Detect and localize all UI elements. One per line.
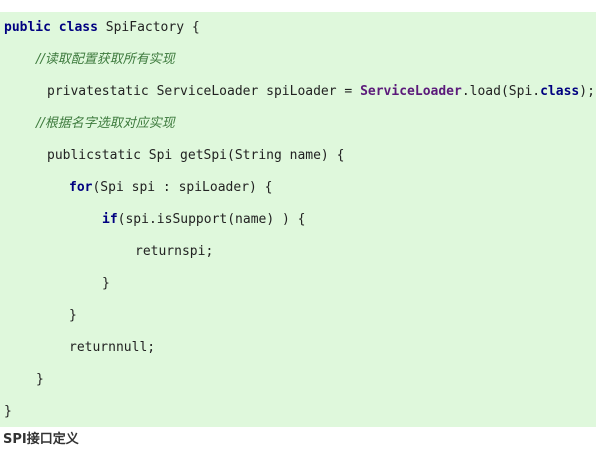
code-line-spiloader-field: privatestatic ServiceLoader spiLoader = … xyxy=(47,82,595,102)
class-name-text: SpiFactory { xyxy=(97,20,200,35)
code-line-if-statement: if(spi.isSupport(name) ) { xyxy=(102,210,306,230)
close-brace: } xyxy=(4,404,12,419)
close-brace: } xyxy=(102,276,110,291)
code-line-return-null: returnnull; xyxy=(69,338,155,358)
code-line-close-method: } xyxy=(36,370,44,390)
if-condition-text: (spi.isSupport(name) ) { xyxy=(117,212,306,227)
code-line-return-spi: returnspi; xyxy=(135,242,213,262)
code-line-close-for: } xyxy=(69,306,77,326)
code-line-close-class: } xyxy=(4,402,12,422)
close-brace: } xyxy=(36,372,44,387)
code-line-comment-select-impl: //根据名字选取对应实现 xyxy=(36,114,175,134)
keyword-public: public xyxy=(4,20,51,35)
field-declaration-text: privatestatic ServiceLoader spiLoader = xyxy=(47,84,361,99)
comment-read-config: //读取配置获取所有实现 xyxy=(36,52,175,67)
return-null-text: returnnull; xyxy=(69,340,156,355)
code-line-close-if: } xyxy=(102,274,110,294)
keyword-for: for xyxy=(69,180,93,195)
section-caption: SPI接口定义 xyxy=(3,432,79,447)
load-call-text: .load(Spi. xyxy=(461,84,541,99)
load-call-end-text: ); xyxy=(579,84,595,99)
return-spi-text: returnspi; xyxy=(135,244,214,259)
close-brace: } xyxy=(69,308,77,323)
code-line-getspi-method: publicstatic Spi getSpi(String name) { xyxy=(47,146,344,166)
code-line-class-declaration: public class SpiFactory { xyxy=(4,18,200,38)
code-block: public class SpiFactory { //读取配置获取所有实现 p… xyxy=(0,12,596,427)
keyword-if: if xyxy=(102,212,118,227)
code-line-for-loop: for(Spi spi : spiLoader) { xyxy=(69,178,273,198)
for-loop-text: (Spi spi : spiLoader) { xyxy=(92,180,273,195)
method-signature-text: publicstatic Spi getSpi(String name) { xyxy=(47,148,345,163)
class-ref-serviceloader: ServiceLoader xyxy=(360,84,462,99)
keyword-class: class xyxy=(58,20,98,35)
keyword-class: class xyxy=(540,84,580,99)
comment-select-impl: //根据名字选取对应实现 xyxy=(36,116,175,131)
code-line-comment-read-config: //读取配置获取所有实现 xyxy=(36,50,175,70)
